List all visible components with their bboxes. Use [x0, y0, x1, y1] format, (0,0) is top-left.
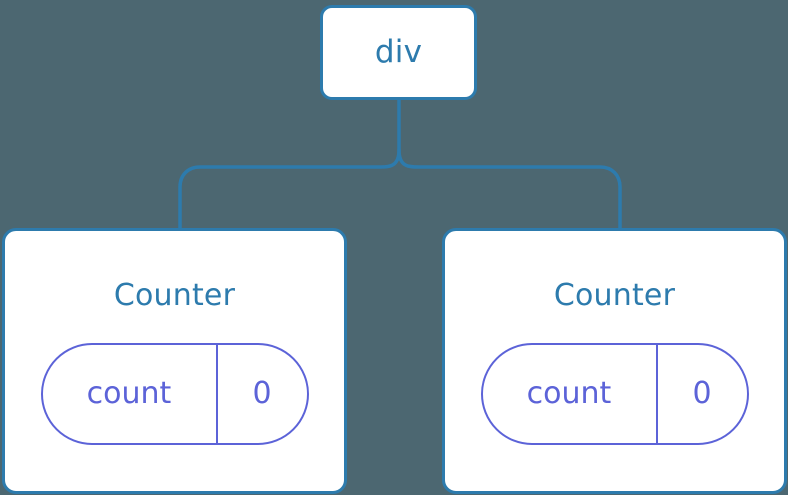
- node-counter-right-label: Counter: [553, 278, 676, 313]
- state-pill-right[interactable]: count 0: [480, 343, 749, 445]
- state-pill-left[interactable]: count 0: [40, 343, 309, 445]
- state-key-left: count: [43, 345, 218, 443]
- node-counter-left-label: Counter: [113, 278, 236, 313]
- state-value-left: 0: [252, 376, 272, 411]
- node-counter-left[interactable]: Counter count 0: [2, 228, 347, 494]
- node-root-div[interactable]: div: [320, 5, 477, 100]
- state-value-right: 0: [692, 376, 712, 411]
- state-key-right: count: [483, 345, 658, 443]
- node-root-label: div: [374, 34, 423, 70]
- node-counter-right[interactable]: Counter count 0: [442, 228, 787, 494]
